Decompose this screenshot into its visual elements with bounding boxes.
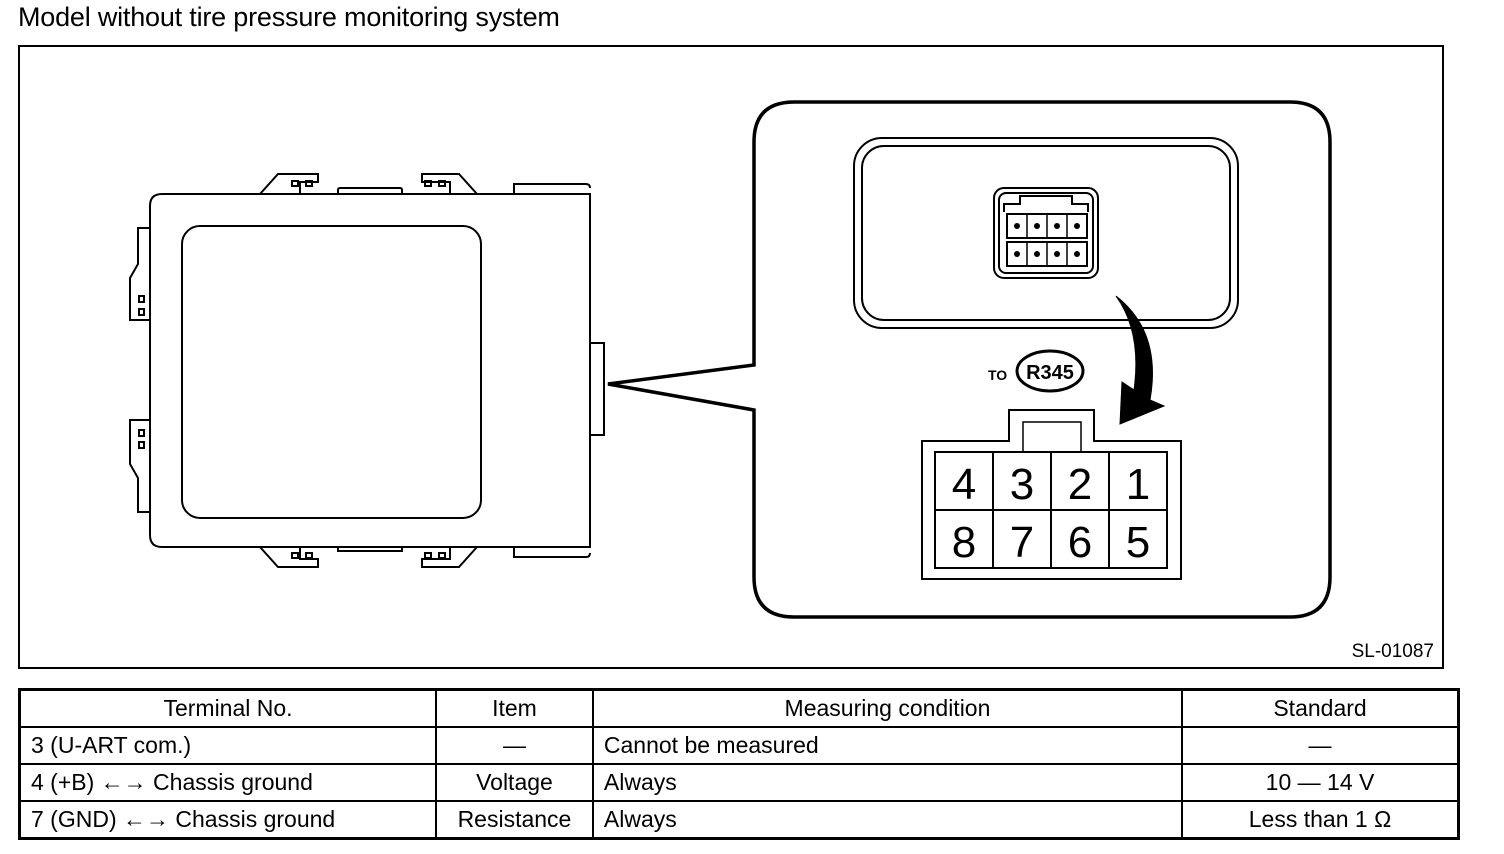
cell-terminal: 7 (GND) ←→ Chassis ground [18,800,438,840]
clip-hole [305,552,313,559]
cell-standard: — [1181,726,1460,765]
diagram-frame: TO R345 4 3 2 1 8 7 6 5 SL-01087 [18,45,1444,669]
pin-housing-key [1022,421,1082,452]
control-module [129,173,605,568]
side-clip-upper [129,227,150,321]
connector-plug-outer [993,187,1099,279]
table-header-row: Terminal No. Item Measuring condition St… [18,688,1460,728]
cell-condition: Always [591,763,1184,802]
module-label-panel [181,225,482,519]
callout-bubble [607,100,1332,619]
clip-hole [305,180,313,187]
top-tab [513,183,591,194]
cell-standard: 10 — 14 V [1181,763,1460,802]
bottom-tab [513,547,591,558]
clip-hole [291,180,299,187]
bottom-clip-right [421,546,478,568]
terminal-pin-diagram: 4 3 2 1 8 7 6 5 [921,409,1182,580]
table-row: 7 (GND) ←→ Chassis ground Resistance Alw… [18,800,1460,840]
cell-condition: Always [591,800,1184,840]
header-condition: Measuring condition [591,688,1184,728]
header-item: Item [435,688,594,728]
table-row: 3 (U-ART com.) — Cannot be measured — [18,726,1460,765]
bottom-clip-left [259,546,319,568]
header-terminal: Terminal No. [18,688,438,728]
clip-hole [438,552,446,559]
connector-bezel-outer [853,137,1239,329]
figure-id: SL-01087 [1351,641,1434,662]
top-clip-left [259,173,319,195]
table-row: 4 (+B) ←→ Chassis ground Voltage Always … [18,763,1460,802]
top-clip-right [421,173,478,195]
pin-label: 8 [952,518,976,567]
page-title: Model without tire pressure monitoring s… [18,2,560,32]
connector-ref-prefix: TO [988,367,1007,383]
curved-arrow-icon [1115,295,1166,425]
cell-item: — [435,726,594,765]
connector-latch [1003,195,1089,212]
clip-hole [438,180,446,187]
clip-hole [138,441,145,449]
cell-condition: Cannot be measured [591,726,1184,765]
bottom-rail [337,547,403,552]
pin-label: 2 [1068,460,1092,509]
top-rail [337,187,403,194]
clip-hole [291,552,299,559]
harness-connector-view [853,137,1239,329]
cell-item: Resistance [435,800,594,840]
pin-label: 4 [952,460,976,509]
module-connector-port [589,342,605,436]
clip-hole [424,552,432,559]
connector-plug-inner [998,192,1094,274]
header-standard: Standard [1181,688,1460,728]
cell-terminal: 3 (U-ART com.) [18,726,438,765]
cell-standard: Less than 1 Ω [1181,800,1460,840]
cell-item: Voltage [435,763,594,802]
pin-label: 1 [1126,460,1150,509]
pin-housing-outline [921,409,1182,580]
connector-ref-oval [1015,349,1085,393]
cell-terminal: 4 (+B) ←→ Chassis ground [18,763,438,802]
clip-hole [138,308,145,316]
pin-label: 5 [1126,518,1150,567]
clip-hole [138,429,145,437]
clip-hole [424,180,432,187]
side-clip-lower [129,419,150,513]
pin-label: 7 [1010,518,1034,567]
pin-label: 6 [1068,518,1092,567]
connector-ref-code: R345 [1026,362,1074,384]
module-housing [149,193,591,548]
terminal-spec-table: Terminal No. Item Measuring condition St… [18,688,1460,840]
pin-label: 3 [1010,460,1034,509]
clip-hole [138,295,145,303]
connector-bezel-inner [861,145,1231,321]
